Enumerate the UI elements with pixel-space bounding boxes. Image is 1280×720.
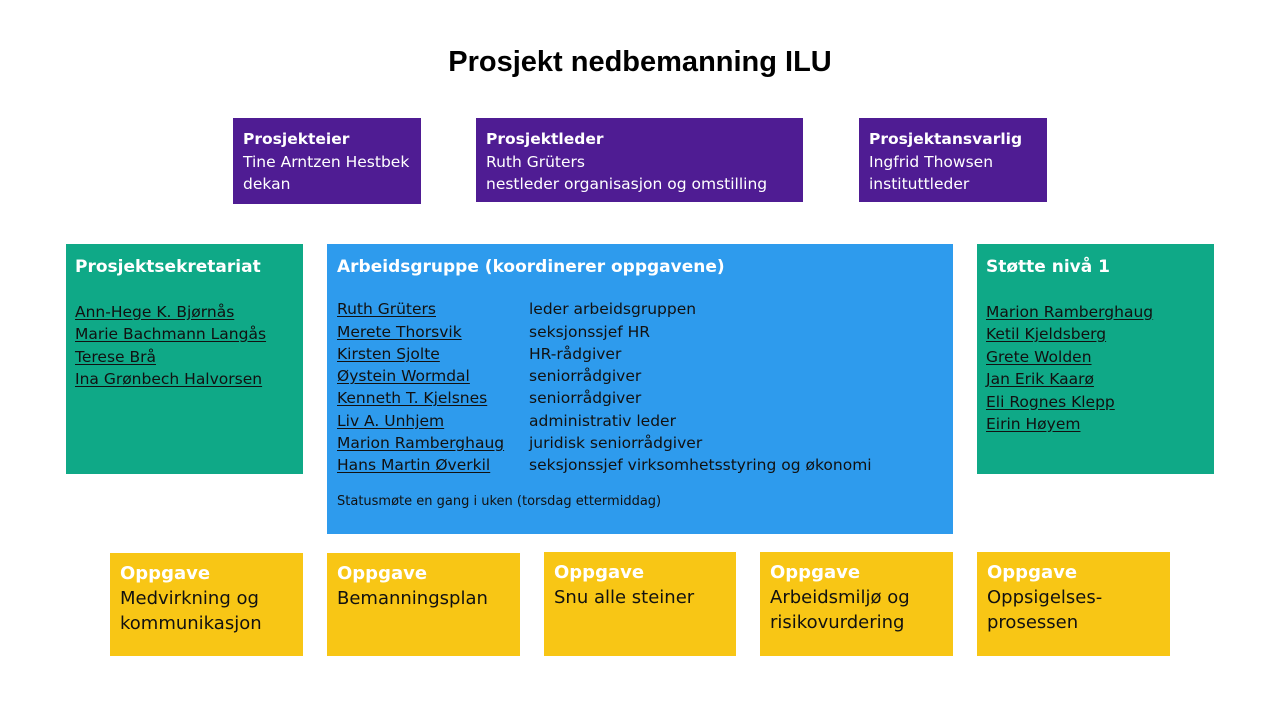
role-position: instituttleder xyxy=(869,175,970,193)
secretariat-member-link[interactable]: Ann-Hege K. Bjørnås xyxy=(75,302,235,321)
workgroup-member-role: leder arbeidsgruppen xyxy=(529,300,697,319)
workgroup-member-link[interactable]: Øystein Wormdal xyxy=(337,367,470,386)
workgroup-member-link[interactable]: Kenneth T. Kjelsnes xyxy=(337,389,488,408)
workgroup-member-role: HR-rådgiver xyxy=(529,344,622,363)
workgroup-member-link[interactable]: Kirsten Sjolte xyxy=(337,344,440,363)
task-label: Arbeidsmiljø og xyxy=(770,587,910,608)
task-box-oppsigelsesprosessen: Oppgave Oppsigelses- prosessen xyxy=(977,552,1170,656)
support-member-link[interactable]: Grete Wolden xyxy=(986,347,1092,366)
task-label: Oppsigelses- xyxy=(987,587,1103,608)
task-label: Bemanningsplan xyxy=(337,588,488,609)
workgroup-member-row: Kenneth T. Kjelsnes seniorrådgiver xyxy=(337,387,943,409)
task-label: prosessen xyxy=(987,612,1079,633)
workgroup-member-link[interactable]: Ruth Grüters xyxy=(337,300,436,319)
secretariat-member-link[interactable]: Ina Grønbech Halvorsen xyxy=(75,370,263,388)
role-box-prosjektleder: Prosjektleder Ruth Grüters nestleder org… xyxy=(476,118,803,202)
secretariat-member-link[interactable]: Marie Bachmann Langås xyxy=(75,325,267,343)
role-name: Ruth Grüters xyxy=(486,152,585,171)
workgroup-member-row: Ruth Grüters leder arbeidsgruppen xyxy=(337,298,943,320)
workgroup-member-row: Marion Ramberghaug juridisk seniorrådgiv… xyxy=(337,432,943,454)
task-label: Snu alle steiner xyxy=(554,587,695,608)
workgroup-member-role: seksjonssjef virksomhetsstyring og økono… xyxy=(529,456,872,475)
support-member-link[interactable]: Eli Rognes Klepp xyxy=(986,392,1115,411)
workgroup-member-role: seksjonssjef HR xyxy=(529,322,651,341)
secretariat-member-list: Ann-Hege K. Bjørnås Marie Bachmann Langå… xyxy=(75,301,294,391)
support-member-link[interactable]: Marion Ramberghaug xyxy=(986,302,1154,321)
role-heading: Prosjekteier xyxy=(243,130,350,148)
support-member-link[interactable]: Jan Erik Kaarø xyxy=(986,370,1094,388)
workgroup-member-link[interactable]: Merete Thorsvik xyxy=(337,322,462,341)
task-heading: Oppgave xyxy=(120,563,211,584)
workgroup-member-row: Øystein Wormdal seniorrådgiver xyxy=(337,365,943,387)
workgroup-member-row: Hans Martin Øverkil seksjonssjef virksom… xyxy=(337,454,943,476)
task-heading: Oppgave xyxy=(337,563,428,584)
task-box-bemanningsplan: Oppgave Bemanningsplan xyxy=(327,553,520,656)
role-name: Ingfrid Thowsen xyxy=(869,152,994,171)
support-member-list: Marion Ramberghaug Ketil Kjeldsberg Gret… xyxy=(986,301,1205,436)
workgroup-member-role: seniorrådgiver xyxy=(529,389,642,408)
workgroup-member-link[interactable]: Hans Martin Øverkil xyxy=(337,456,491,475)
workgroup-member-list: Ruth Grüters leder arbeidsgruppen Merete… xyxy=(337,298,943,476)
workgroup-member-role: seniorrådgiver xyxy=(529,367,642,386)
role-box-prosjektansvarlig: Prosjektansvarlig Ingfrid Thowsen instit… xyxy=(859,118,1047,202)
secretariat-member-link[interactable]: Terese Brå xyxy=(75,347,156,366)
role-box-prosjekteier: Prosjekteier Tine Arntzen Hestbek dekan xyxy=(233,118,421,204)
support-heading: Støtte nivå 1 xyxy=(986,257,1110,277)
task-heading: Oppgave xyxy=(987,562,1078,583)
task-box-snu-alle-steiner: Oppgave Snu alle steiner xyxy=(544,552,736,656)
role-heading: Prosjektansvarlig xyxy=(869,130,1023,148)
support-box: Støtte nivå 1 Marion Ramberghaug Ketil K… xyxy=(977,244,1214,474)
secretariat-box: Prosjektsekretariat Ann-Hege K. Bjørnås … xyxy=(66,244,303,474)
task-box-arbeidsmiljo: Oppgave Arbeidsmiljø og risikovurdering xyxy=(760,552,953,656)
role-position: nestleder organisasjon og omstilling xyxy=(486,175,768,193)
task-heading: Oppgave xyxy=(770,562,861,583)
workgroup-member-link[interactable]: Marion Ramberghaug xyxy=(337,434,505,453)
workgroup-member-row: Kirsten Sjolte HR-rådgiver xyxy=(337,343,943,365)
task-heading: Oppgave xyxy=(554,562,645,583)
support-member-link[interactable]: Ketil Kjeldsberg xyxy=(986,325,1107,343)
task-label: Medvirkning og xyxy=(120,588,259,609)
secretariat-heading: Prosjektsekretariat xyxy=(75,257,261,277)
workgroup-heading: Arbeidsgruppe (koordinerer oppgavene) xyxy=(337,257,725,277)
task-label: risikovurdering xyxy=(770,612,905,633)
role-name: Tine Arntzen Hestbek xyxy=(243,152,410,171)
workgroup-member-row: Liv A. Unhjem administrativ leder xyxy=(337,410,943,432)
support-member-link[interactable]: Eirin Høyem xyxy=(986,415,1081,433)
task-label: kommunikasjon xyxy=(120,613,262,634)
workgroup-status-note: Statusmøte en gang i uken (torsdag etter… xyxy=(337,493,662,509)
workgroup-member-row: Merete Thorsvik seksjonssjef HR xyxy=(337,321,943,343)
role-position: dekan xyxy=(243,175,291,193)
workgroup-member-link[interactable]: Liv A. Unhjem xyxy=(337,411,445,430)
page-title: Prosjekt nedbemanning ILU xyxy=(448,46,832,78)
workgroup-member-role: juridisk seniorrådgiver xyxy=(529,434,703,453)
role-heading: Prosjektleder xyxy=(486,130,604,148)
workgroup-member-role: administrativ leder xyxy=(529,411,676,430)
workgroup-box: Arbeidsgruppe (koordinerer oppgavene) Ru… xyxy=(327,244,953,534)
task-box-medvirkning: Oppgave Medvirkning og kommunikasjon xyxy=(110,553,303,656)
